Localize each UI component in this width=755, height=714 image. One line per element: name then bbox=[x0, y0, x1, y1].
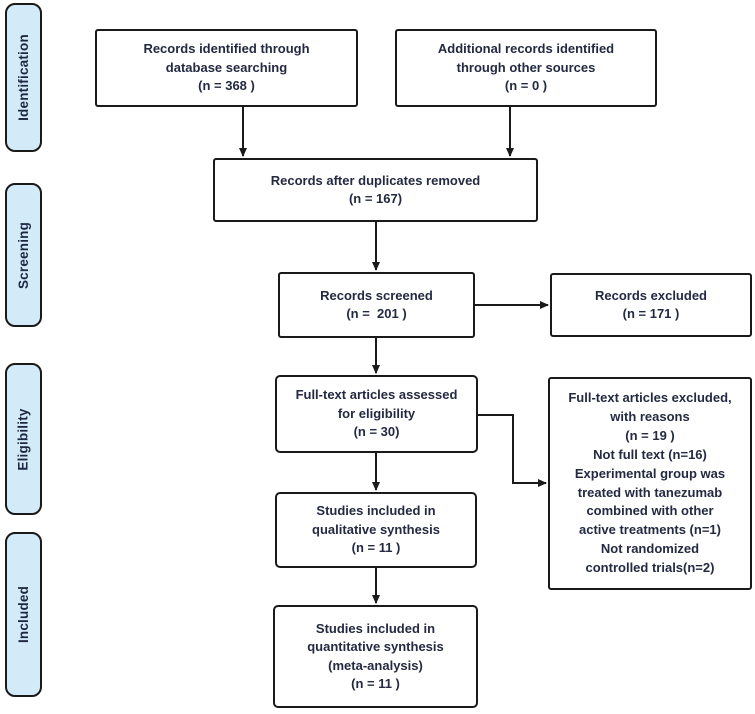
text-line: Full-text articles excluded, bbox=[568, 390, 732, 406]
text-line: with reasons bbox=[610, 409, 690, 425]
stage-label: Included bbox=[16, 585, 32, 644]
box-records-excluded: Records excluded (n = 171 ) bbox=[550, 273, 752, 337]
text-line: (n = 11 ) bbox=[351, 540, 401, 556]
box-fulltext-articles-excluded-reasons: Full-text articles excluded, with reason… bbox=[548, 377, 752, 590]
text-line: database searching bbox=[165, 59, 288, 75]
text-line: (n = 171 ) bbox=[622, 306, 680, 321]
box-records-after-duplicates-removed: Records after duplicates removed (n = 16… bbox=[213, 158, 538, 222]
text-line: (n = 167) bbox=[348, 191, 403, 206]
text-line: Studies included in bbox=[315, 620, 436, 636]
text-line: Records identified through bbox=[143, 41, 310, 57]
box-records-identified-database: Records identified through database sear… bbox=[95, 29, 358, 107]
stage-eligibility: Eligibility bbox=[5, 363, 42, 515]
stage-label: Screening bbox=[16, 221, 32, 289]
stage-label: Eligibility bbox=[16, 407, 31, 471]
box-studies-quantitative-synthesis: Studies included in quantitative synthes… bbox=[273, 605, 478, 708]
text-line: through other sources bbox=[456, 59, 596, 75]
text-line: active treatments (n=1) bbox=[579, 522, 721, 538]
stage-screening: Screening bbox=[5, 183, 42, 327]
text-line: (n = 368 ) bbox=[198, 78, 255, 94]
text-line: for eligibility bbox=[337, 405, 416, 421]
box-records-screened: Records screened (n = 201 ) bbox=[278, 272, 475, 338]
text-line: combined with other bbox=[586, 503, 714, 519]
text-line: Studies included in bbox=[316, 503, 436, 519]
text-line: (n = 0 ) bbox=[504, 78, 548, 94]
text-line: Records excluded bbox=[595, 287, 707, 303]
text-line: Additional records identified bbox=[437, 41, 615, 57]
box-fulltext-articles-assessed: Full-text articles assessed for eligibil… bbox=[275, 375, 478, 453]
text-line: Not full text (n=16) bbox=[593, 446, 707, 462]
text-line: (n = 30) bbox=[353, 424, 400, 440]
text-line: qualitative synthesis bbox=[312, 521, 440, 537]
arrow-fulltext-to-excluded-reasons bbox=[478, 414, 547, 487]
text-line: Not randomized bbox=[600, 541, 700, 557]
text-line: (n = 19 ) bbox=[625, 427, 675, 443]
text-line: treated with tanezumab bbox=[577, 484, 723, 500]
text-line: Full-text articles assessed bbox=[295, 387, 458, 403]
text-line: (n = 201 ) bbox=[346, 306, 407, 321]
box-additional-records-other-sources: Additional records identified through ot… bbox=[395, 29, 657, 107]
text-line: Experimental group was bbox=[574, 465, 726, 481]
stage-included: Included bbox=[5, 532, 42, 697]
text-line: Records screened bbox=[320, 287, 433, 303]
text-line: (n = 11 ) bbox=[351, 675, 400, 691]
stage-identification: Identification bbox=[5, 3, 42, 152]
box-studies-qualitative-synthesis: Studies included in qualitative synthesi… bbox=[275, 492, 477, 568]
text-line: (meta-analysis) bbox=[328, 657, 423, 673]
text-line: quantitative synthesis bbox=[307, 639, 444, 655]
stage-label: Identification bbox=[16, 34, 31, 121]
text-line: controlled trials(n=2) bbox=[585, 559, 715, 575]
text-line: Records after duplicates removed bbox=[270, 172, 481, 188]
